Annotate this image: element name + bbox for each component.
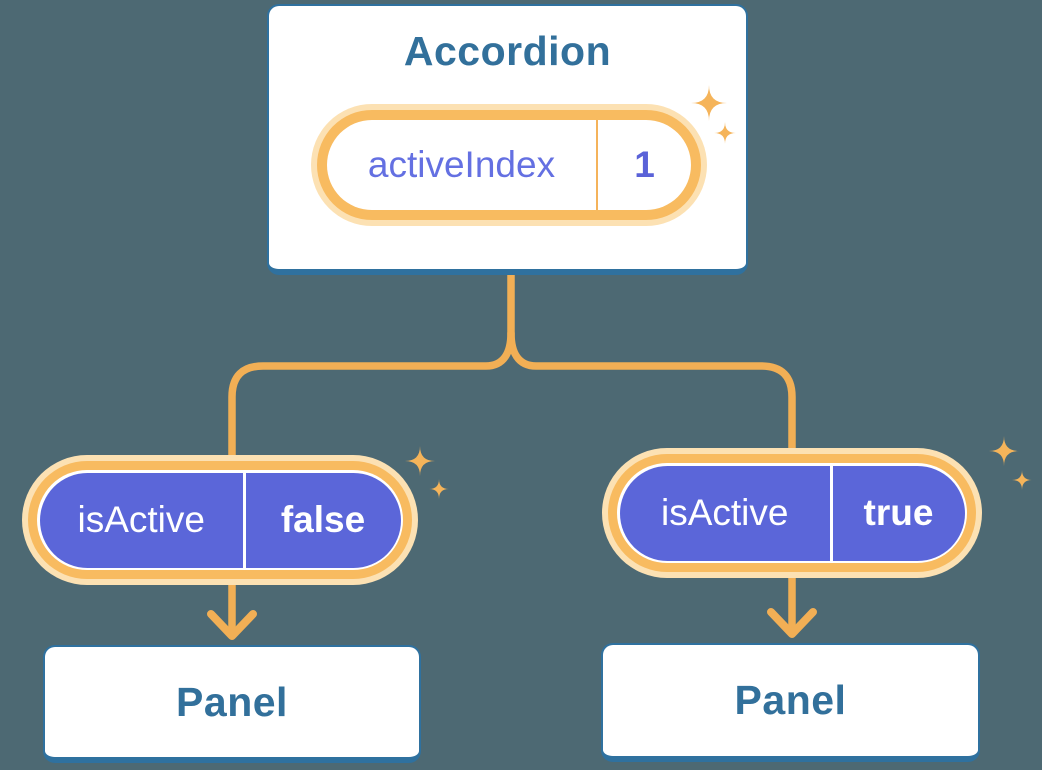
prop-pill-divider — [243, 472, 246, 568]
prop-value-label: false — [280, 499, 366, 540]
state-pill: activeIndex 1 — [311, 104, 707, 226]
state-name-label: activeIndex — [367, 144, 556, 185]
prop-pill-outline: isActive true — [617, 463, 967, 563]
prop-pill-ring: isActive true — [608, 454, 976, 572]
panel-card-right: Panel — [601, 643, 980, 762]
prop-value-label: true — [863, 492, 934, 533]
arrow-down-icon — [207, 610, 257, 640]
panel-title: Panel — [734, 677, 847, 723]
prop-name-label: isActive — [77, 499, 205, 540]
prop-pill-ring: isActive false — [28, 461, 412, 579]
accordion-card-title: Accordion — [403, 28, 612, 74]
prop-pill-outline: isActive false — [37, 470, 403, 570]
arrow-down-icon — [767, 608, 817, 638]
sparkle-icon — [1012, 470, 1032, 490]
state-pill-body: activeIndex 1 — [327, 120, 691, 210]
prop-name-label: isActive — [661, 492, 789, 533]
state-pill-divider — [596, 120, 598, 210]
prop-pill-divider — [830, 465, 833, 561]
panel-title: Panel — [176, 678, 288, 725]
panel-card-left: Panel — [43, 645, 421, 763]
prop-pill-isactive-false: isActive false — [22, 455, 418, 585]
sparkle-icon — [989, 436, 1019, 466]
prop-pill-isactive-true: isActive true — [602, 448, 982, 578]
sparkle-icon — [429, 479, 449, 499]
state-value-label: 1 — [634, 144, 655, 185]
state-pill-ring: activeIndex 1 — [317, 110, 701, 220]
sparkle-icon — [405, 446, 435, 476]
accordion-card: Accordion activeIndex 1 — [267, 4, 748, 275]
prop-pill-body: isActive true — [619, 465, 965, 561]
prop-pill-body: isActive false — [39, 472, 401, 568]
